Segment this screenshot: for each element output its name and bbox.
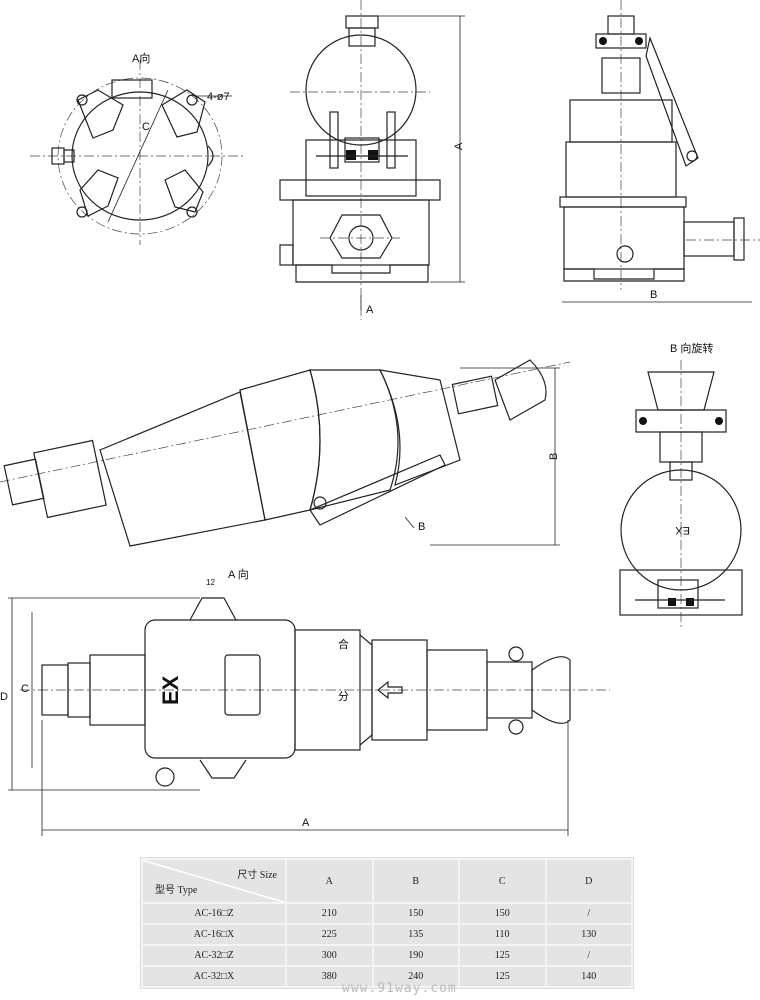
dim-12-label: 12 (206, 578, 215, 587)
value-cell: 190 (373, 946, 458, 965)
view-a-flange: A向 4-ø7 C (30, 51, 245, 245)
value-cell: 135 (373, 925, 458, 944)
column-header: A (287, 860, 372, 902)
header-size: 尺寸 Size (237, 870, 277, 881)
table-row: AC-16□X 225 135 110 130 (143, 925, 631, 944)
dim-a-front: A (453, 142, 465, 150)
dim-c-bottom-label: C (21, 683, 29, 695)
column-header: D (546, 860, 631, 902)
dim-b-angled: B (548, 453, 560, 460)
dim-a-bottom-label: A (302, 817, 310, 829)
column-header: B (373, 860, 458, 902)
value-cell: 240 (373, 967, 458, 986)
holes-label: 4-ø7 (207, 91, 230, 103)
type-cell: AC-16□Z (143, 904, 285, 923)
on-mark: 合 (338, 637, 349, 651)
arrow-b-label: B (418, 521, 425, 533)
header-corner: 尺寸 Size 型号 Type (143, 860, 285, 902)
type-cell: AC-32□Z (143, 946, 285, 965)
type-cell: AC-32□X (143, 967, 285, 986)
dim-d-label: D (0, 691, 8, 703)
value-cell: 300 (287, 946, 372, 965)
ex-mark-b: EX (675, 524, 690, 536)
value-cell: / (546, 904, 631, 923)
arrow-a-label: A (366, 304, 374, 316)
value-cell: 130 (546, 925, 631, 944)
value-cell: 150 (460, 904, 545, 923)
watermark: www.91way.com (342, 981, 457, 996)
dim-b-side: B (650, 289, 657, 301)
table-row: AC-16□Z 210 150 150 / (143, 904, 631, 923)
value-cell: 140 (546, 967, 631, 986)
table-row: AC-32□Z 300 190 125 / (143, 946, 631, 965)
type-cell: AC-16□X (143, 925, 285, 944)
off-mark: 分 (338, 690, 349, 703)
value-cell: 125 (460, 946, 545, 965)
dimension-table: 尺寸 Size 型号 Type A B C D AC-16□Z 210 150 … (140, 857, 634, 989)
view-a-label: A向 (132, 51, 150, 65)
header-type: 型号 Type (155, 885, 198, 896)
view-b-label: B 向旋转 (670, 341, 713, 355)
value-cell: 210 (287, 904, 372, 923)
dim-c-label: C (142, 121, 150, 133)
value-cell: 110 (460, 925, 545, 944)
ex-mark: EX (158, 675, 183, 705)
value-cell: 225 (287, 925, 372, 944)
view-b-rotated: B 向旋转 EX (619, 341, 743, 630)
value-cell: 125 (460, 967, 545, 986)
plan-view: EX 合 分 A 向 12 D C A (0, 567, 610, 836)
table-row: AC-32□X 380 240 125 140 (143, 967, 631, 986)
column-header: C (460, 860, 545, 902)
side-view: B (559, 0, 760, 303)
angled-view: B B (0, 359, 571, 547)
front-view: A A (279, 0, 465, 320)
value-cell: 380 (287, 967, 372, 986)
value-cell: / (546, 946, 631, 965)
value-cell: 150 (373, 904, 458, 923)
table-header-row: 尺寸 Size 型号 Type A B C D (143, 860, 631, 902)
view-a-bottom-label: A 向 (228, 567, 249, 581)
